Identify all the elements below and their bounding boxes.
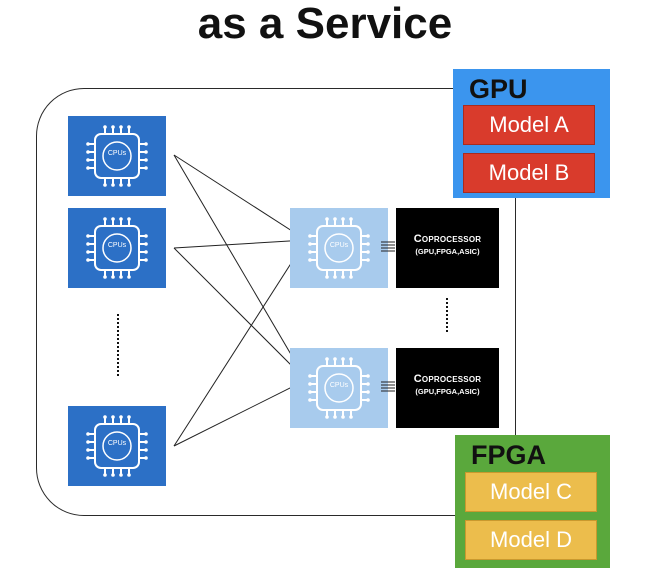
cpu-label: CPUs — [107, 150, 127, 157]
coprocessor-1: Coprocessor (GPU,FPGA,ASIC) — [396, 208, 499, 288]
fpga-panel-title: FPGA — [471, 440, 547, 470]
fpga-panel: FPGA Model C Model D — [455, 435, 610, 568]
chip-icon — [86, 125, 148, 187]
cpu-label: CPUs — [107, 440, 127, 447]
coprocessor-title: Coprocessor — [413, 233, 482, 245]
coprocessor-subtitle: (GPU,FPGA,ASIC) — [415, 387, 480, 396]
chip-icon — [86, 415, 148, 477]
server-cpu-2: CPUs — [290, 348, 388, 428]
more-clients-ellipsis — [117, 314, 121, 376]
link-line — [173, 239, 307, 249]
cpu-label: CPUs — [329, 382, 349, 389]
link-line — [173, 379, 307, 447]
gpu-panel-title: GPU — [469, 74, 528, 104]
model-d-box: Model D — [465, 520, 597, 560]
link-line — [173, 154, 307, 381]
coprocessor-title: Coprocessor — [413, 373, 482, 385]
cpu-label: CPUs — [107, 242, 127, 249]
cpu-label: CPUs — [329, 242, 349, 249]
server-frame — [36, 88, 516, 516]
link-line — [173, 154, 307, 241]
client-cpu-3: CPUs — [68, 406, 166, 486]
model-b-box: Model B — [463, 153, 595, 193]
link-line — [173, 247, 307, 381]
bus-lines-icon — [381, 381, 395, 392]
more-servers-ellipsis — [446, 298, 450, 332]
link-line — [173, 239, 307, 447]
coprocessor-2: Coprocessor (GPU,FPGA,ASIC) — [396, 348, 499, 428]
client-cpu-2: CPUs — [68, 208, 166, 288]
coprocessor-subtitle: (GPU,FPGA,ASIC) — [415, 247, 480, 256]
bus-lines-icon — [381, 241, 395, 252]
client-cpu-1: CPUs — [68, 116, 166, 196]
model-a-box: Model A — [463, 105, 595, 145]
server-cpu-1: CPUs — [290, 208, 388, 288]
diagram-title: as a Service — [197, 0, 453, 48]
chip-icon — [308, 217, 370, 279]
chip-icon — [308, 357, 370, 419]
chip-icon — [86, 217, 148, 279]
model-c-box: Model C — [465, 472, 597, 512]
gpu-panel: GPU Model A Model B — [453, 69, 610, 198]
